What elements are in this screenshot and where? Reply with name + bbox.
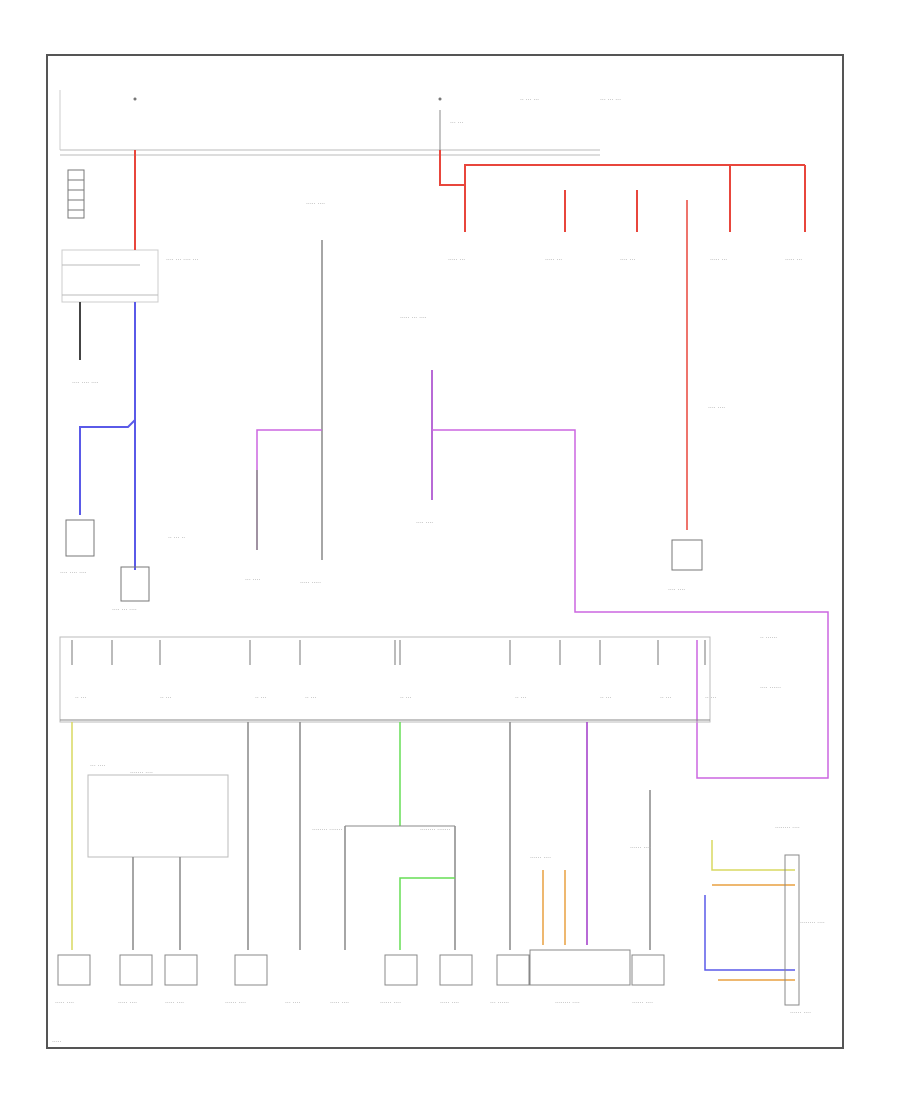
svg-text:··· ··· ···: ··· ··· ··· [600,97,621,104]
diagram-frame [46,54,844,1049]
svg-text:·· ··· ··: ·· ··· ·· [168,535,185,542]
svg-text:····· ····: ····· ···· [306,201,325,208]
fuse-branches [71,640,706,665]
wire-blue-left [79,419,136,515]
center-circuits: ····· ···· ··· ···· ····· ····· ····· ··… [245,201,829,779]
svg-text:······ ····: ······ ···· [630,845,651,852]
svg-text:····· ···: ····· ··· [710,257,727,264]
sheet-number: ····· [52,1039,62,1046]
svg-text:···· ····: ···· ···· [668,587,685,594]
svg-text:··· ····: ··· ···· [245,577,260,584]
svg-text:····· ···: ····· ··· [785,257,802,264]
svg-text:········ ····: ········ ···· [775,825,800,832]
svg-text:·· ···: ·· ··· [75,695,87,702]
svg-text:···· ··· ···· ···: ···· ··· ···· ··· [166,257,199,264]
battery-section: ···· ··· ···· ··· ···· ···· ···· ···· ··… [60,150,199,614]
svg-text:··· ······: ··· ······ [490,1000,509,1007]
svg-text:·· ···: ·· ··· [660,695,672,702]
svg-text:····· ··· ····: ····· ··· ···· [400,315,427,322]
svg-text:··· ···: ··· ··· [450,120,463,127]
svg-text:····· ···: ····· ··· [545,257,562,264]
svg-text:···· ···: ···· ··· [620,257,635,264]
svg-text:·· ··· ···: ·· ··· ··· [520,97,539,104]
svg-text:····· ····: ····· ···· [118,1000,137,1007]
battery-module [61,249,159,303]
svg-text:········ ····: ········ ···· [555,1000,580,1007]
lower-circuits: ········ ···· ········ ···· ······ ···· … [55,722,825,1017]
svg-text:······ ····: ······ ···· [632,1000,653,1007]
svg-text:······ ····: ······ ···· [225,1000,246,1007]
component-box-right [671,539,703,571]
svg-text:········ ·······: ········ ······· [312,827,343,834]
bottom-components [57,949,665,986]
svg-text:···· ··· ····: ···· ··· ···· [112,607,137,614]
wire-green-lower [399,877,455,950]
svg-text:······· ····: ······· ···· [130,770,153,777]
svg-text:··· ····: ··· ···· [90,763,105,770]
svg-text:····· ····: ····· ···· [440,1000,459,1007]
svg-text:······ ····: ······ ···· [790,1010,811,1017]
svg-text:···· ···· ····: ···· ···· ···· [60,570,87,577]
svg-text:····· ·····: ····· ····· [300,580,321,587]
svg-text:···· ······: ···· ······ [760,685,781,692]
svg-text:···· ···· ····: ···· ···· ···· [72,380,99,387]
svg-text:····· ····: ····· ···· [55,1000,74,1007]
svg-text:····· ···: ····· ··· [448,257,465,264]
svg-text:·· ···: ·· ··· [515,695,527,702]
wire-violet-right [432,429,829,779]
svg-text:······ ····: ······ ···· [530,855,551,862]
svg-text:·· ···: ·· ··· [160,695,172,702]
fuse-block-outline [59,636,711,723]
svg-text:···· ····: ···· ···· [416,520,433,527]
svg-text:····· ····: ····· ···· [330,1000,349,1007]
svg-text:·· ···: ·· ··· [705,695,717,702]
svg-text:······ ····: ······ ···· [380,1000,401,1007]
svg-text:········ ·······: ········ ······· [420,827,451,834]
component-box-left [65,519,95,557]
fuse-block: ·· ··· ·· ··· ·· ··· ·· ··· ·· ··· ·· ··… [59,635,781,723]
svg-text:····· ····: ····· ···· [165,1000,184,1007]
svg-text:···· ····: ···· ···· [708,405,725,412]
red-feed: ···· ···· ···· ···· ····· ··· ····· ··· … [439,150,806,594]
svg-text:·· ···: ·· ··· [400,695,412,702]
wire-violet-left [256,429,322,550]
component-box-sensor [120,566,150,602]
battery-icon [67,169,85,219]
svg-text:········ ····: ········ ···· [800,920,825,927]
svg-text:·· ···: ·· ··· [305,695,317,702]
svg-text:·· ······: ·· ······ [760,635,777,642]
svg-text:··· ····: ··· ···· [285,1000,300,1007]
svg-text:·· ···: ·· ··· [255,695,267,702]
svg-text:·· ···: ·· ··· [600,695,612,702]
top-power-bus: ··· ··· ·· ··· ··· ··· ··· ··· [59,90,621,156]
